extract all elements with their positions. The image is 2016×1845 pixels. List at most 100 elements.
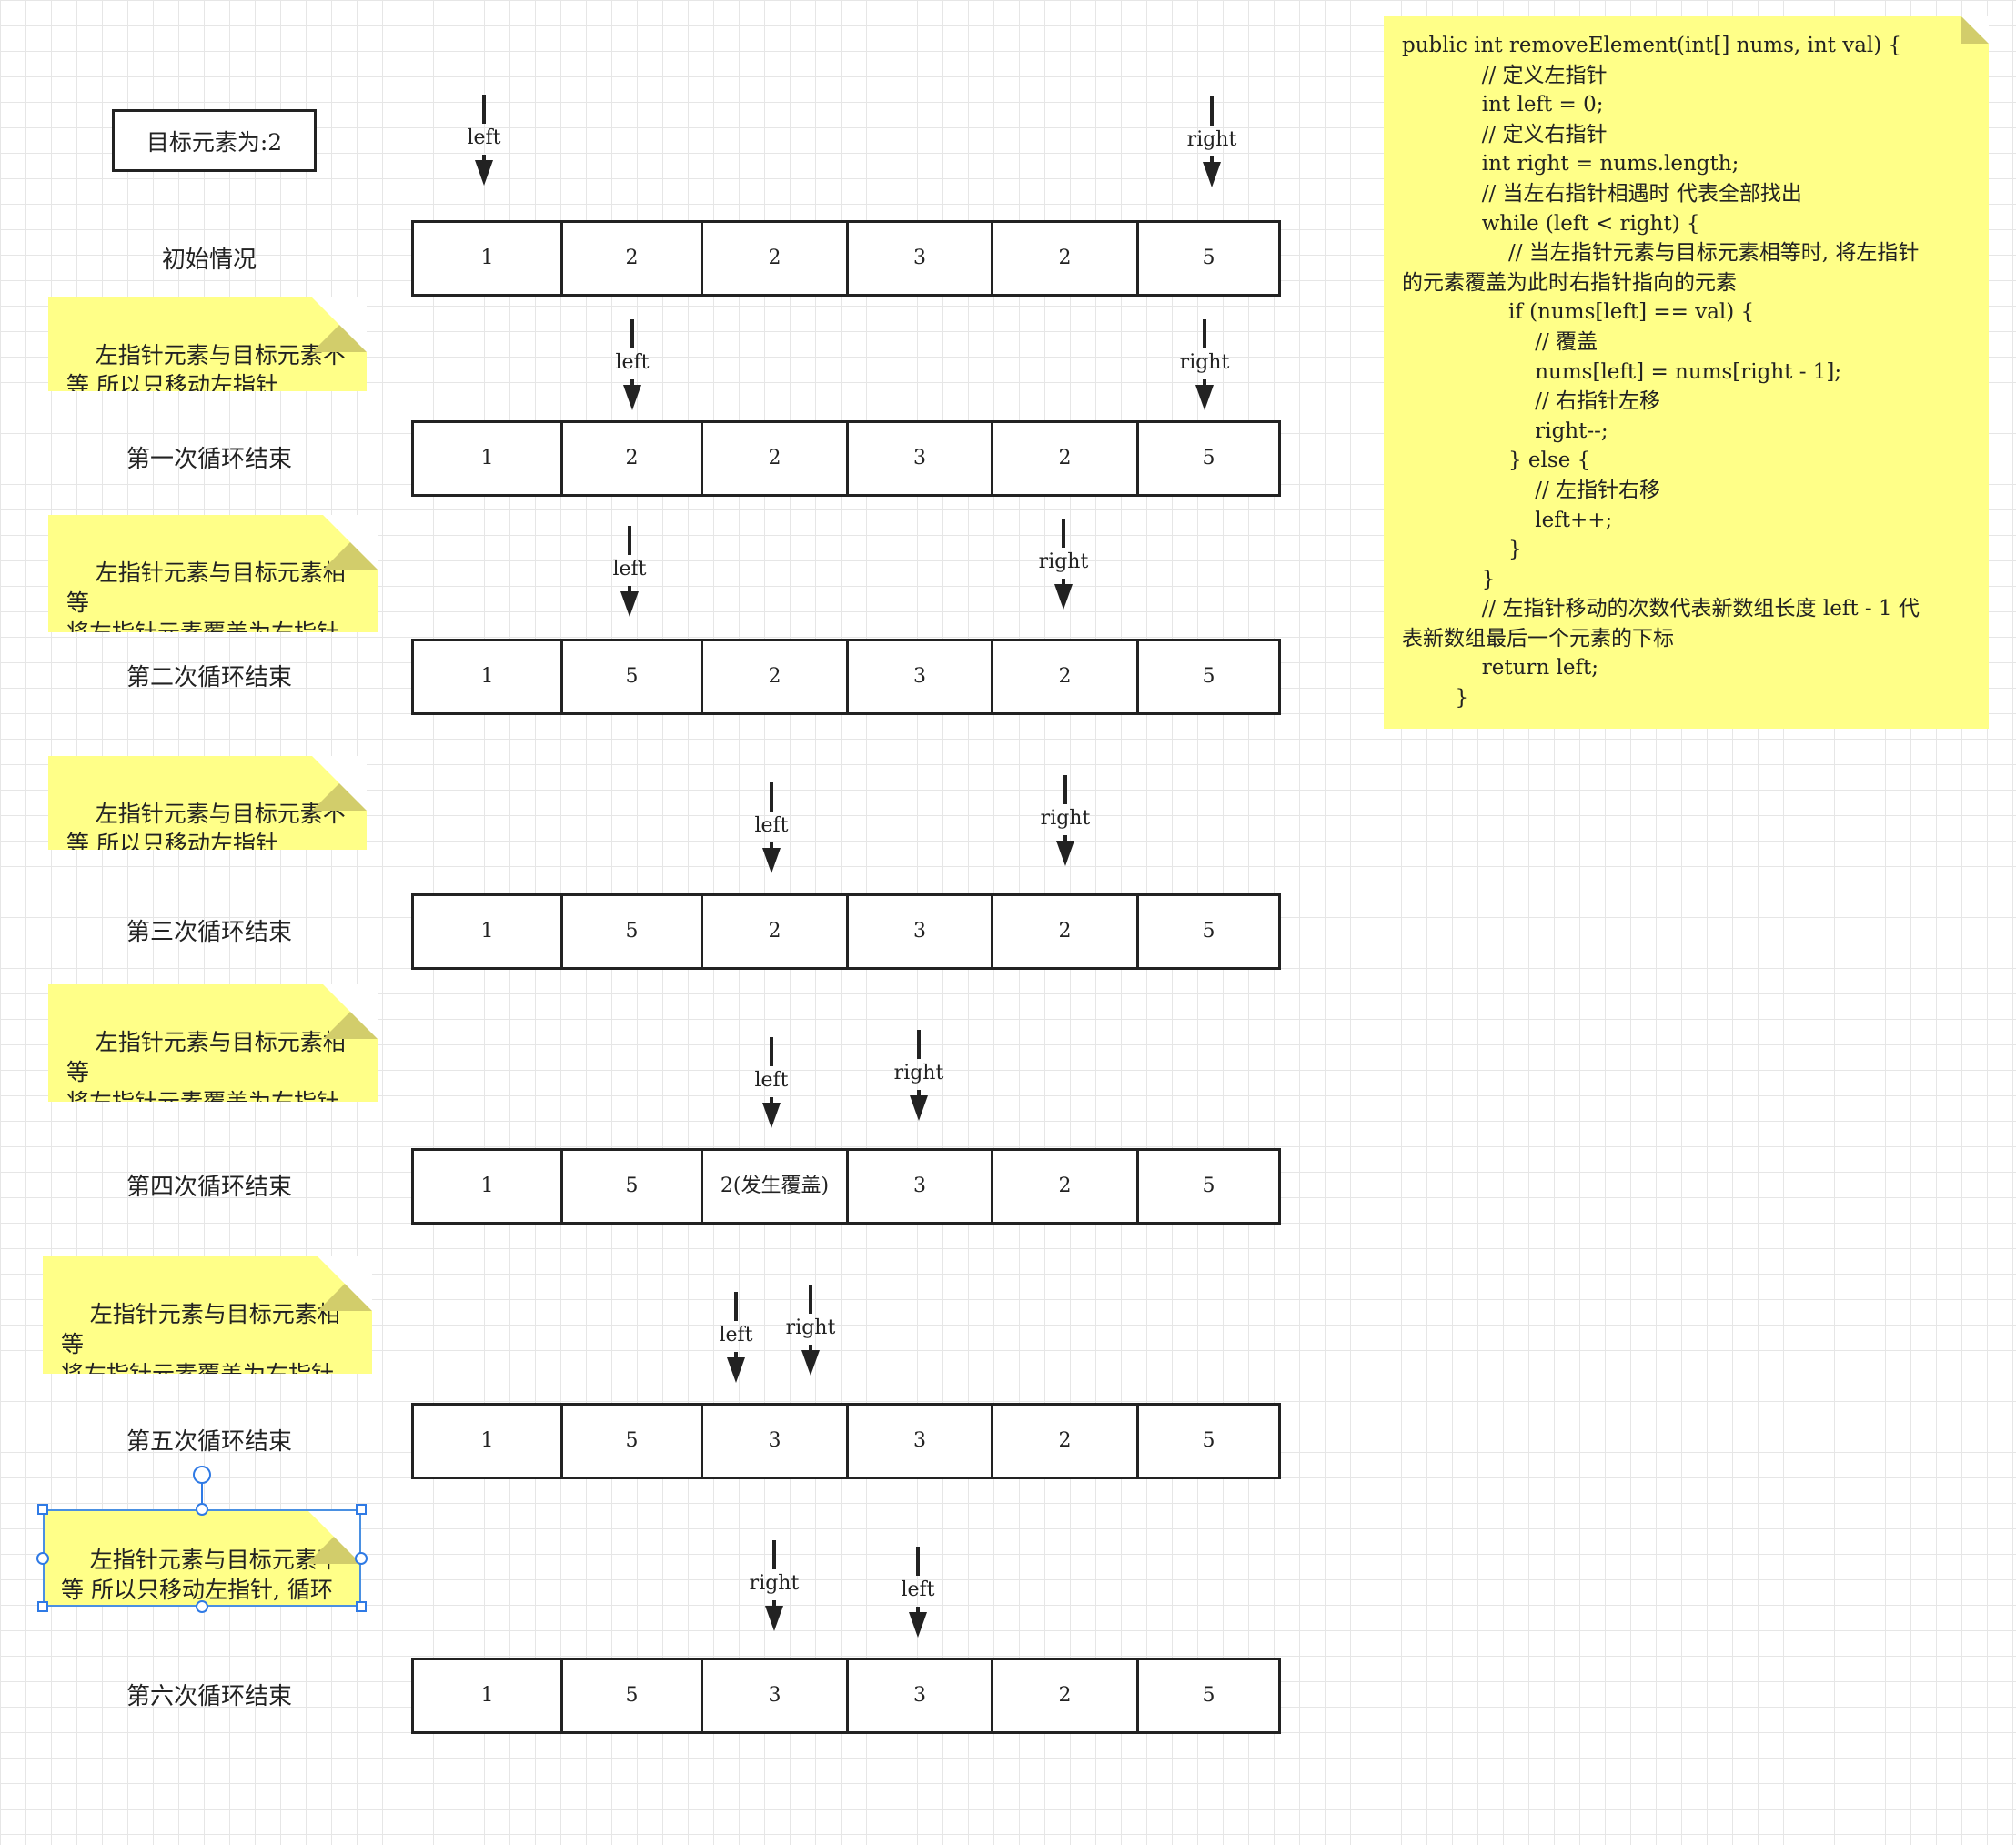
code-line: // 定义左指针: [1402, 63, 1608, 87]
target-element-box[interactable]: 目标元素为:2: [112, 109, 317, 172]
left-pointer-arrow[interactable]: left: [593, 526, 666, 617]
resize-handle[interactable]: [196, 1600, 208, 1613]
code-line: if (nums[left] == val) {: [1402, 300, 1755, 325]
array-cell: 5: [560, 1151, 701, 1222]
resize-handle[interactable]: [356, 1504, 367, 1515]
resize-handle[interactable]: [37, 1601, 48, 1612]
array-cell: 1: [480, 1684, 494, 1707]
array-cell: 5: [560, 1660, 701, 1731]
arrow-head-icon: [727, 1357, 745, 1383]
right-pointer-arrow[interactable]: right: [738, 1540, 811, 1631]
left-pointer-arrow[interactable]: left: [735, 782, 808, 873]
pointer-label: left: [754, 814, 789, 837]
array-cell: 1: [480, 665, 494, 688]
resize-handle[interactable]: [36, 1552, 49, 1565]
array-cell: 3: [846, 1660, 991, 1731]
resize-handle[interactable]: [355, 1552, 368, 1565]
pointer-label: right: [1179, 351, 1230, 374]
array-cell: 3: [846, 641, 991, 712]
right-pointer-arrow[interactable]: right: [882, 1030, 955, 1121]
code-line: // 定义右指针: [1402, 122, 1608, 146]
array-row-loop-1[interactable]: 1 2 2 3 2 5: [411, 420, 1281, 497]
note-text: 左指针元素与目标元素相等 将左指针元素覆盖为右指针 指向的元素, 右指针左移: [66, 560, 346, 632]
left-pointer-arrow[interactable]: left: [882, 1547, 954, 1638]
pointer-label: left: [719, 1324, 753, 1346]
array-row-loop-5[interactable]: 1 5 3 3 2 5: [411, 1403, 1281, 1479]
explanation-note[interactable]: 左指针元素与目标元素不 等 所以只移动左指针: [48, 297, 367, 391]
array-row-loop-2[interactable]: 1 5 2 3 2 5: [411, 639, 1281, 715]
row-label-loop-4: 第四次循环结束: [126, 1174, 292, 1201]
array-cell: 2: [991, 1406, 1136, 1477]
array-row-loop-3[interactable]: 1 5 2 3 2 5: [411, 893, 1281, 970]
code-line: // 左指针移动的次数代表新数组长度 left - 1 代: [1402, 597, 1920, 621]
pointer-label: right: [1186, 128, 1237, 151]
array-cell: 3: [701, 1660, 846, 1731]
array-cell: 2: [991, 423, 1136, 494]
note-text: 左指针元素与目标元素不 等 所以只移动左指针: [66, 342, 346, 391]
resize-handle[interactable]: [356, 1601, 367, 1612]
pointer-label: left: [754, 1069, 789, 1092]
arrow-head-icon: [1203, 162, 1221, 187]
array-cell: 1: [480, 1175, 494, 1197]
pointer-label: right: [749, 1572, 800, 1595]
resize-handle[interactable]: [196, 1503, 208, 1516]
code-line: // 左指针右移: [1402, 478, 1661, 502]
note-fold-icon: [312, 756, 367, 811]
code-line: right--;: [1402, 418, 1608, 443]
array-cell: 2: [560, 223, 701, 294]
array-cell: 3: [846, 1406, 991, 1477]
resize-handle[interactable]: [37, 1504, 48, 1515]
explanation-note[interactable]: 左指针元素与目标元素相等 将左指针元素覆盖为右指针 指向的元素, 右指针左移: [48, 984, 378, 1102]
note-fold-icon: [323, 515, 378, 570]
left-pointer-arrow[interactable]: left: [448, 95, 520, 186]
rotate-connector: [201, 1483, 203, 1505]
array-cell: 3: [846, 423, 991, 494]
arrow-head-icon: [1056, 841, 1074, 866]
array-cell: 5: [1136, 1151, 1278, 1222]
note-fold-icon: [318, 1256, 372, 1311]
left-pointer-arrow[interactable]: left: [700, 1292, 772, 1383]
explanation-note[interactable]: 左指针元素与目标元素相等 将左指针元素覆盖为右指针 指向的元素, 右指针左移: [43, 1256, 372, 1374]
array-cell: 2: [560, 423, 701, 494]
right-pointer-arrow[interactable]: right: [1175, 96, 1248, 187]
code-line: }: [1402, 567, 1496, 591]
code-line: } else {: [1402, 449, 1591, 473]
left-pointer-arrow[interactable]: left: [735, 1037, 808, 1128]
code-line: }: [1402, 538, 1522, 562]
array-cell: 2: [701, 896, 846, 967]
explanation-note[interactable]: 左指针元素与目标元素不 等 所以只移动左指针: [48, 756, 367, 850]
rotate-handle-icon[interactable]: [193, 1466, 211, 1484]
explanation-note-selected[interactable]: 左指针元素与目标元素不 等 所以只移动左指针, 循环 结束: [43, 1509, 361, 1607]
array-cell: 3: [846, 896, 991, 967]
right-pointer-arrow[interactable]: right: [1029, 775, 1102, 866]
array-row-loop-6[interactable]: 1 5 3 3 2 5: [411, 1658, 1281, 1734]
explanation-note[interactable]: 左指针元素与目标元素相等 将左指针元素覆盖为右指针 指向的元素, 右指针左移: [48, 515, 378, 632]
right-pointer-arrow[interactable]: right: [1168, 319, 1241, 410]
code-line: // 覆盖: [1402, 329, 1598, 354]
row-label-loop-1: 第一次循环结束: [126, 446, 292, 473]
code-line: int left = 0;: [1402, 93, 1604, 117]
code-line: }: [1402, 686, 1469, 711]
right-pointer-arrow[interactable]: right: [1027, 519, 1100, 610]
pointer-label: right: [1038, 550, 1089, 573]
array-cell: 2: [701, 223, 846, 294]
array-cell: 3: [846, 223, 991, 294]
array-cell: 3: [701, 1406, 846, 1477]
code-line: // 当左右指针相遇时 代表全部找出: [1402, 181, 1802, 206]
note-fold-icon: [312, 297, 367, 352]
right-pointer-arrow[interactable]: right: [774, 1285, 847, 1376]
code-line: left++;: [1402, 508, 1613, 532]
array-cell: 2: [991, 1151, 1136, 1222]
array-cell: 2: [701, 423, 846, 494]
row-label-loop-3: 第三次循环结束: [126, 919, 292, 946]
pointer-label: right: [785, 1316, 836, 1339]
note-fold-icon: [323, 984, 378, 1039]
array-cell: 3: [846, 1151, 991, 1222]
note-fold-icon: [307, 1509, 361, 1564]
array-row-initial[interactable]: 1 2 2 3 2 5: [411, 220, 1281, 297]
code-note[interactable]: public int removeElement(int[] nums, int…: [1384, 16, 1989, 729]
code-line: public int removeElement(int[] nums, int…: [1402, 34, 1902, 57]
left-pointer-arrow[interactable]: left: [596, 319, 669, 410]
array-cell: 1: [480, 1429, 494, 1452]
array-row-loop-4[interactable]: 1 5 2(发生覆盖) 3 2 5: [411, 1148, 1281, 1225]
